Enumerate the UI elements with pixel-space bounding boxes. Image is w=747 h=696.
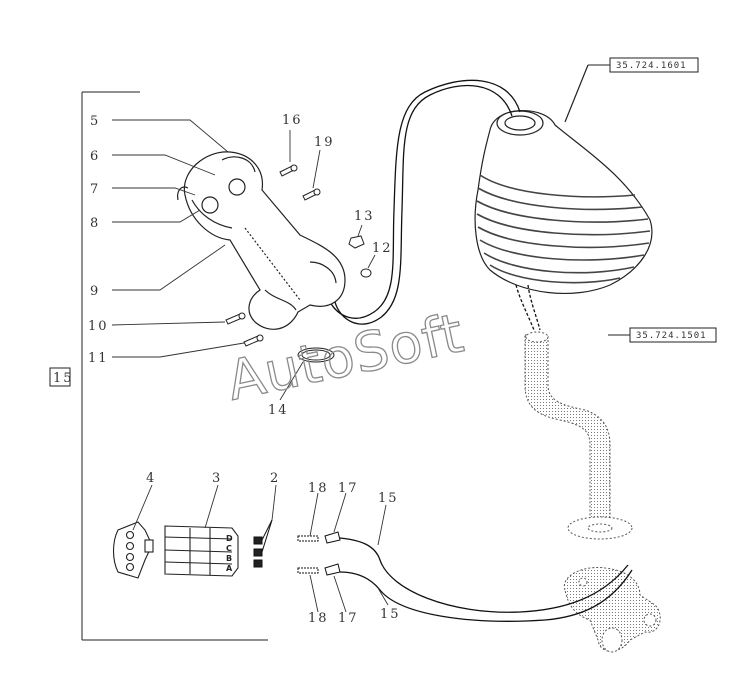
pin-c-label: C <box>226 544 232 553</box>
callout-19: 19 <box>314 135 335 150</box>
terminals <box>253 519 341 576</box>
callout-4: 4 <box>146 471 156 486</box>
callout-14: 14 <box>268 403 289 418</box>
connector-plug <box>112 521 154 579</box>
assembly-bracket <box>81 91 268 641</box>
callout-13: 13 <box>354 209 375 224</box>
connector-pin-letters: D C B A <box>226 534 233 573</box>
callouts: 5 6 7 8 9 10 11 16 19 13 12 14 4 3 2 18 … <box>88 113 401 626</box>
callout-6: 6 <box>90 149 100 164</box>
pin-d-label: D <box>226 534 233 543</box>
callout-7: 7 <box>90 182 100 197</box>
connector-housing <box>164 525 239 577</box>
callout-3: 3 <box>212 471 222 486</box>
callout-5: 5 <box>90 114 100 129</box>
callout-2: 2 <box>270 471 280 486</box>
callout-12: 12 <box>372 241 393 256</box>
control-lever <box>524 331 661 653</box>
reference-box-middle-label: 35.724.1501 <box>636 331 707 341</box>
reference-box-top: 35.724.1601 <box>588 57 699 73</box>
pin-b-label: B <box>226 554 232 563</box>
joystick-handle <box>177 151 346 330</box>
reference-box-top-label: 35.724.1601 <box>616 61 687 71</box>
callout-8: 8 <box>90 216 100 231</box>
callout-18-bottom: 18 <box>308 611 329 626</box>
callout-16: 16 <box>282 113 303 128</box>
callout-11: 11 <box>88 351 109 366</box>
assembly-box: 15 <box>49 367 74 387</box>
callout-17-bottom: 17 <box>338 611 359 626</box>
joystick-cable <box>329 79 541 331</box>
callout-15-bottom: 15 <box>380 607 401 622</box>
callout-18-top: 18 <box>308 481 329 496</box>
reference-box-middle: 35.724.1501 <box>608 327 717 343</box>
leader-lines <box>111 119 389 613</box>
callout-17-top: 17 <box>338 481 359 496</box>
pin-a-label: A <box>226 564 233 573</box>
callout-9: 9 <box>90 284 100 299</box>
joystick-boot <box>474 64 653 294</box>
fasteners <box>225 164 372 363</box>
callout-15-top: 15 <box>378 491 399 506</box>
callout-10: 10 <box>88 319 109 334</box>
wiring-harness <box>339 537 633 622</box>
assembly-box-label: 15 <box>53 371 74 386</box>
